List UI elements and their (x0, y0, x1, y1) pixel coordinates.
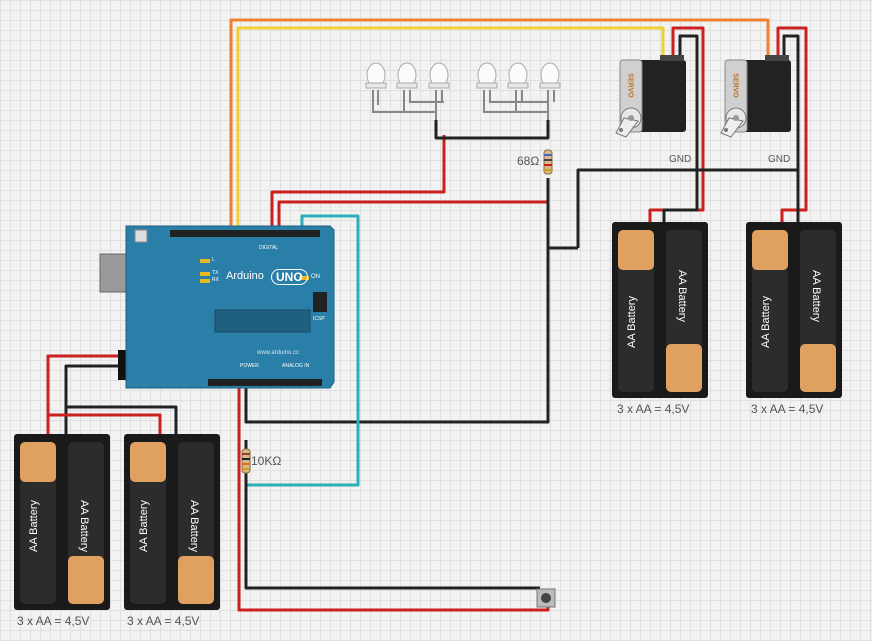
led-legs (372, 90, 555, 120)
battery-cell-label: AA Battery (188, 500, 200, 552)
led (539, 62, 561, 89)
arduino-on-label: ON (311, 274, 320, 280)
battery-caption: 3 x AA = 4,5V (617, 402, 690, 416)
wire-yellow-servo-signal (236, 26, 665, 232)
wire-bat-red-1 (46, 354, 118, 436)
wire-servo2-red (776, 26, 808, 222)
arduino-board (99, 225, 335, 389)
battery-pack (746, 222, 842, 398)
arduino-l-label: L (212, 257, 215, 263)
wire-led-black-2 (244, 178, 550, 424)
resistor-68-label: 68Ω (517, 154, 540, 168)
battery-cell-label: AA Battery (28, 500, 40, 552)
led (396, 62, 418, 89)
wire-button-red (237, 385, 550, 612)
servo-1-gnd-label: GND (669, 154, 692, 165)
wire-led-red-2 (277, 178, 550, 232)
battery-pack (14, 434, 110, 610)
wires (46, 18, 808, 612)
resistor-10k-label: 10KΩ (251, 454, 282, 468)
battery-caption: 3 x AA = 4,5V (127, 614, 200, 628)
led (476, 62, 498, 89)
led (428, 62, 450, 89)
servo-2-brand: SERVO (731, 73, 739, 98)
led (507, 62, 529, 89)
battery-caption: 3 x AA = 4,5V (751, 402, 824, 416)
wire-orange-servo-signal (229, 18, 770, 232)
arduino-model-label: UNO (271, 269, 308, 285)
arduino-tx-label: TX (212, 270, 219, 276)
push-button (536, 588, 556, 608)
wire-led-red-1 (270, 135, 446, 232)
wire-bat-black-1 (64, 364, 118, 436)
battery-cell-label: AA Battery (676, 270, 688, 322)
wire-bat-red-2 (48, 413, 162, 436)
arduino-brand-label: Arduino (226, 270, 264, 282)
wire-button-black (244, 440, 540, 590)
battery-cell-label: AA Battery (810, 270, 822, 322)
servo-2 (720, 55, 791, 138)
resistor-10k (241, 448, 251, 474)
arduino-analog-label: ANALOG IN (282, 363, 310, 369)
battery-cell-label: AA Battery (760, 296, 772, 348)
wire-cyan-button (246, 214, 360, 487)
battery-pack (612, 222, 708, 398)
battery-pack (124, 434, 220, 610)
arduino-rx-label: RX (212, 277, 219, 283)
arduino-icsp-label: ICSP (313, 316, 325, 322)
wire-servo1-red (648, 26, 705, 222)
arduino-url-label: www.arduino.cc (257, 350, 300, 356)
arduino-digital-label: DIGITAL (259, 245, 279, 251)
led (365, 62, 387, 89)
wire-gnd-bus (576, 168, 798, 248)
wire-servo2-black (782, 34, 800, 222)
wire-servo1-black (662, 34, 699, 222)
battery-cell-label: AA Battery (78, 500, 90, 552)
servo-1 (615, 55, 686, 138)
leds (365, 62, 561, 89)
servo-2-gnd-label: GND (768, 154, 791, 165)
resistor-68 (543, 149, 553, 175)
battery-cell-label: AA Battery (626, 296, 638, 348)
servo-1-brand: SERVO (626, 73, 634, 98)
wire-led-black-1 (434, 120, 550, 140)
battery-caption: 3 x AA = 4,5V (17, 614, 90, 628)
arduino-power-label: POWER (240, 363, 259, 369)
wire-bat-black-2 (66, 405, 178, 436)
battery-cell-label: AA Battery (138, 500, 150, 552)
